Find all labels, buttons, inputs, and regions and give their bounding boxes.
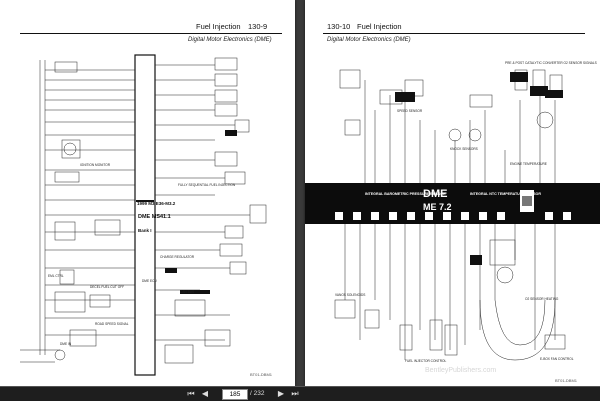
- label-o2-heating: O2 SENSOR HEATING: [525, 297, 559, 301]
- total-pages: / 232: [250, 390, 265, 397]
- page-title: Fuel Injection: [357, 22, 402, 31]
- right-wiring-diagram: DME ME 7.2 INTEGRAL BAROMETRIC PRESSURE …: [305, 61, 600, 374]
- label-engine-temp: ENGINE TEMPERATURE: [510, 162, 547, 166]
- first-page-icon[interactable]: ⏮: [187, 389, 195, 398]
- label-fuel-injector: FUEL INJECTOR CONTROL: [405, 359, 446, 363]
- prev-page-icon[interactable]: ◀: [201, 389, 209, 398]
- label-ebox-fan: E-BOX FAN CONTROL: [540, 357, 574, 361]
- label-speed-sensor: SPEED SENSOR: [397, 109, 423, 113]
- label-eml-ctrl: EML CTRL: [48, 274, 64, 278]
- label-ignition-monitor: IGNITION MONITOR: [80, 163, 111, 167]
- label-can-bus: CAN BUS: [180, 290, 194, 294]
- page-navigation-toolbar: ⏮ ◀ / 232 ▶ ⏭: [0, 386, 600, 401]
- label-decel-fuel-cutoff: DECEL FUEL CUT OFF: [90, 285, 124, 289]
- page-footer: BT01-DBM1: [250, 372, 273, 377]
- header-rule: [20, 33, 282, 34]
- dme-bar-model: ME 7.2: [423, 202, 452, 212]
- page-title: Fuel Injection: [196, 22, 241, 31]
- dme-label: DME MS41.1: [138, 214, 171, 220]
- watermark: BentleyPublishers.com: [425, 367, 496, 374]
- label-road-speed: ROAD SPEED SIGNAL: [95, 322, 129, 326]
- page-subtitle: Digital Motor Electronics (DME): [188, 37, 272, 43]
- header-rule: [323, 33, 585, 34]
- label-dme-ecu: DME ECU: [142, 279, 157, 283]
- page-number: 130-9: [248, 22, 268, 31]
- label-fuel-injection: FULLY SEQUENTIAL FUEL INJECTION: [178, 183, 236, 187]
- dme-bar-ntc-label: INTEGRAL NTC TEMPERATURE SENSOR: [470, 192, 541, 196]
- left-page: 1999 M3 E36-M3.2 DME MS41.1 Bank I CAN B…: [0, 0, 295, 386]
- next-page-icon[interactable]: ▶: [277, 389, 285, 398]
- page-subtitle: Digital Motor Electronics (DME): [327, 37, 411, 43]
- label-dme-in: DME IN: [60, 342, 72, 346]
- page-number: 130-10: [327, 22, 351, 31]
- page-footer: BT01-DBM1: [555, 378, 578, 383]
- label-charge-regulator: CHARGE REGULATOR: [160, 255, 195, 259]
- last-page-icon[interactable]: ⏭: [291, 389, 299, 398]
- label-vanos: VANOS SOLENOIDS: [335, 293, 365, 297]
- dme-bar-baro-label: INTEGRAL BAROMETRIC PRESSURE SENSOR: [365, 192, 446, 196]
- left-wiring-diagram: 1999 M3 E36-M3.2 DME MS41.1 Bank I CAN B…: [20, 54, 267, 376]
- bank-label: Bank I: [138, 228, 152, 233]
- model-label: 1999 M3 E36-M3.2: [137, 201, 176, 206]
- dme-bar-label: DME: [423, 188, 447, 200]
- right-page: DME ME 7.2 INTEGRAL BAROMETRIC PRESSURE …: [305, 0, 600, 386]
- label-o2-signals: PRE & POST CATALYTIC CONVERTER O2 SENSOR…: [505, 61, 597, 65]
- page-number-input[interactable]: [222, 389, 248, 400]
- label-knock-sensors: KNOCK SENSORS: [450, 147, 478, 151]
